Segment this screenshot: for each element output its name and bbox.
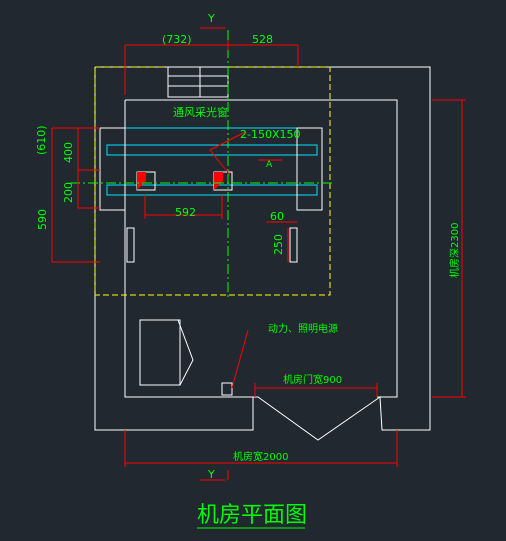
- door-width-label: 机房门宽900: [283, 373, 342, 386]
- dimension-lines: [51, 27, 466, 481]
- power-label: 动力、照明电源: [268, 322, 338, 335]
- room-width-label: 机房宽2000: [233, 450, 288, 463]
- center-lines: [70, 30, 335, 300]
- dim-left-200: 200: [62, 182, 75, 203]
- section-mark-bottom: Y: [207, 468, 215, 481]
- holes-label: 2-150X150: [240, 128, 301, 141]
- piers: [99, 127, 323, 263]
- section-mark-top: Y: [207, 12, 215, 25]
- beams: [100, 127, 322, 196]
- dim-small-60: 60: [270, 210, 284, 223]
- dim-top-right: 528: [252, 33, 273, 46]
- dim-hole-spacing: 592: [175, 206, 196, 219]
- dim-left-outer: (610): [35, 125, 48, 155]
- outer-wall: [94, 66, 431, 441]
- dim-left-400: 400: [62, 142, 75, 163]
- dim-left-590: 590: [36, 209, 49, 230]
- dim-top-left: (732): [162, 33, 192, 46]
- control-cabinet: [139, 319, 233, 396]
- a-mark: A: [266, 160, 273, 170]
- hatched-zone: [94, 66, 331, 296]
- rope-openings: [136, 171, 233, 191]
- vent-label: 通风采光窗: [173, 105, 228, 119]
- vent-block: [167, 66, 229, 98]
- room-depth-label: 机房深2300: [448, 223, 461, 278]
- drawing-title: 机房平面图: [197, 503, 307, 528]
- dim-small-250: 250: [272, 234, 285, 255]
